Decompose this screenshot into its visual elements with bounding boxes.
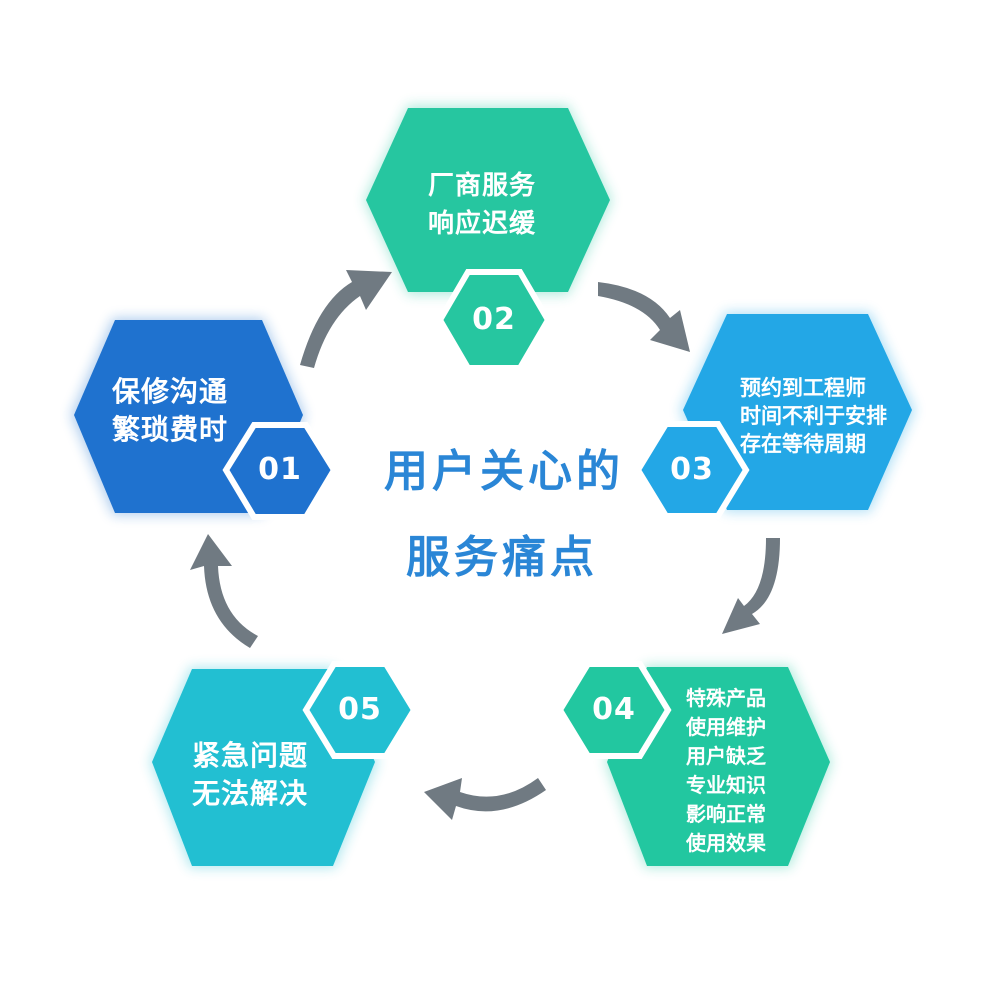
item-03-line-2: 时间不利于安排 <box>740 404 887 428</box>
item-01-number: 01 <box>258 452 302 487</box>
arrow-02-to-03 <box>598 282 690 352</box>
item-03-line-1: 预约到工程师 <box>740 376 866 400</box>
item-02-line-2: 响应迟缓 <box>428 209 537 239</box>
badge-03 <box>634 421 750 519</box>
item-05-number: 05 <box>338 692 382 727</box>
item-04-line-4: 专业知识 <box>686 773 766 797</box>
item-03-number: 03 <box>670 452 714 487</box>
item-04-line-2: 使用维护 <box>686 715 766 739</box>
arrow-03-to-04 <box>722 538 780 634</box>
item-04-number: 04 <box>592 692 636 727</box>
arrow-05-to-01 <box>190 534 258 648</box>
item-02-line-1: 厂商服务 <box>428 171 537 201</box>
item-04-line-1: 特殊产品 <box>686 686 766 710</box>
center-title-line-1: 用户关心的 <box>384 446 624 497</box>
item-05-line-2: 无法解决 <box>192 777 309 810</box>
badge-01 <box>222 422 338 520</box>
item-04-line-5: 影响正常 <box>686 802 766 826</box>
item-04-line-3: 用户缺乏 <box>686 744 766 768</box>
arrow-01-to-02 <box>300 270 392 368</box>
item-05-line-1: 紧急问题 <box>192 739 309 772</box>
item-04-line-6: 使用效果 <box>686 831 766 855</box>
badge-05 <box>302 661 418 759</box>
badge-04 <box>556 661 672 759</box>
item-01-line-1: 保修沟通 <box>112 375 229 408</box>
item-03-line-3: 存在等待周期 <box>740 432 866 456</box>
item-02-number: 02 <box>472 302 516 337</box>
arrow-04-to-05 <box>424 778 546 820</box>
center-title-line-2: 服务痛点 <box>406 532 598 583</box>
badge-02 <box>436 269 552 371</box>
item-01-line-2: 繁琐费时 <box>112 413 229 446</box>
hexagon-02 <box>366 108 610 292</box>
